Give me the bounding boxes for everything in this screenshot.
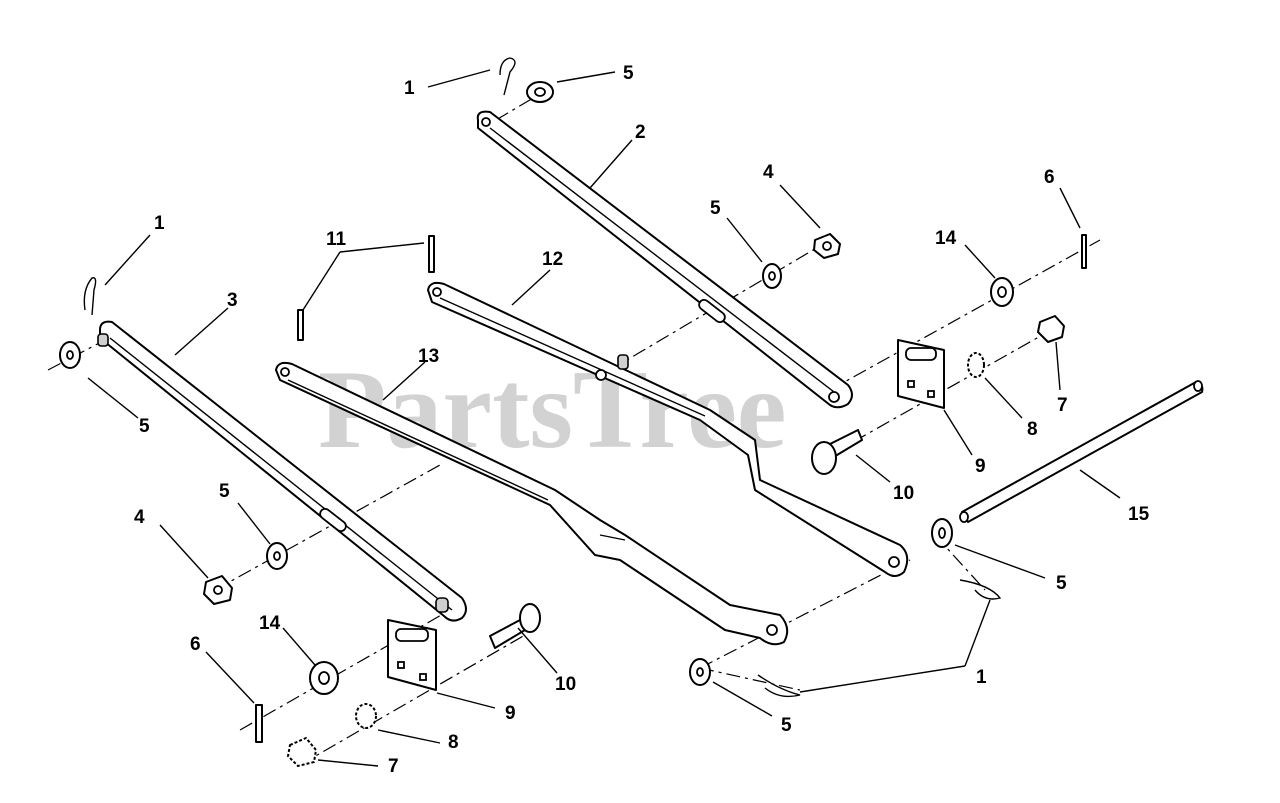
callout-label: 9	[505, 703, 516, 724]
hairpin-clip	[83, 277, 97, 316]
callout-label: 4	[763, 162, 774, 183]
callout-label: 5	[623, 63, 634, 84]
cotter-pin	[1081, 234, 1087, 269]
hairpin-clip	[959, 579, 1002, 600]
leader-lines	[87, 69, 1121, 767]
callout-label: 10	[893, 483, 914, 504]
callout-label: 8	[448, 732, 459, 753]
callout-label: 8	[1027, 419, 1038, 440]
axis-line	[829, 239, 1101, 391]
callout-label: 6	[1044, 167, 1055, 188]
bracket-plate-lower	[387, 619, 437, 691]
callout-label: 6	[190, 634, 201, 655]
washer	[59, 341, 81, 369]
link-arm-left	[97, 320, 467, 622]
nut	[287, 737, 317, 767]
callout-label: 14	[935, 228, 957, 249]
carriage-bolt-upper	[811, 429, 863, 475]
callout-label: 7	[1057, 395, 1068, 416]
carriage-bolt-lower	[489, 603, 541, 649]
callout-label: 9	[975, 456, 986, 477]
callout-label: 1	[404, 78, 415, 99]
callout-label: 2	[635, 122, 646, 143]
washer	[355, 703, 377, 729]
washer	[309, 661, 339, 695]
hairpin-clip	[757, 674, 801, 698]
washer	[931, 518, 953, 548]
axis-line	[299, 634, 526, 766]
callout-label: 1	[154, 213, 165, 234]
nut	[1037, 315, 1065, 343]
callout-label: 5	[1056, 573, 1067, 594]
cotter-pin	[297, 309, 304, 341]
washer	[762, 263, 782, 289]
nut	[813, 233, 841, 259]
axis-line	[699, 667, 801, 691]
callout-label: 12	[542, 249, 563, 270]
callout-label: 5	[710, 198, 721, 219]
callout-label: 14	[259, 613, 281, 634]
washer	[689, 658, 711, 686]
callout-label: 11	[326, 229, 347, 250]
washer	[266, 542, 288, 570]
washer	[990, 277, 1014, 307]
axis-line	[214, 464, 441, 591]
washer	[967, 352, 985, 378]
axis-line	[829, 324, 1061, 456]
hairpin-clip	[499, 57, 516, 96]
cotter-pin	[255, 704, 263, 743]
nut	[203, 575, 233, 605]
callout-label: 5	[219, 481, 230, 502]
callout-label: 10	[555, 674, 576, 695]
callout-label: 15	[1128, 504, 1150, 525]
rod	[959, 380, 1204, 523]
washer	[526, 81, 554, 103]
link-arm-bent-lower	[275, 361, 789, 646]
callout-label: 13	[418, 346, 439, 367]
bracket-plate-upper	[897, 339, 945, 409]
link-arm-upper	[476, 110, 853, 409]
callout-label: 7	[388, 756, 399, 777]
cotter-pin	[428, 235, 435, 273]
callout-label: 5	[139, 416, 150, 437]
callout-label: 4	[134, 507, 145, 528]
callout-label: 5	[781, 715, 792, 736]
callout-label: 1	[976, 667, 987, 688]
axis-line	[699, 559, 911, 669]
callout-label: 3	[227, 290, 238, 311]
link-arm-bent-upper	[427, 281, 909, 577]
